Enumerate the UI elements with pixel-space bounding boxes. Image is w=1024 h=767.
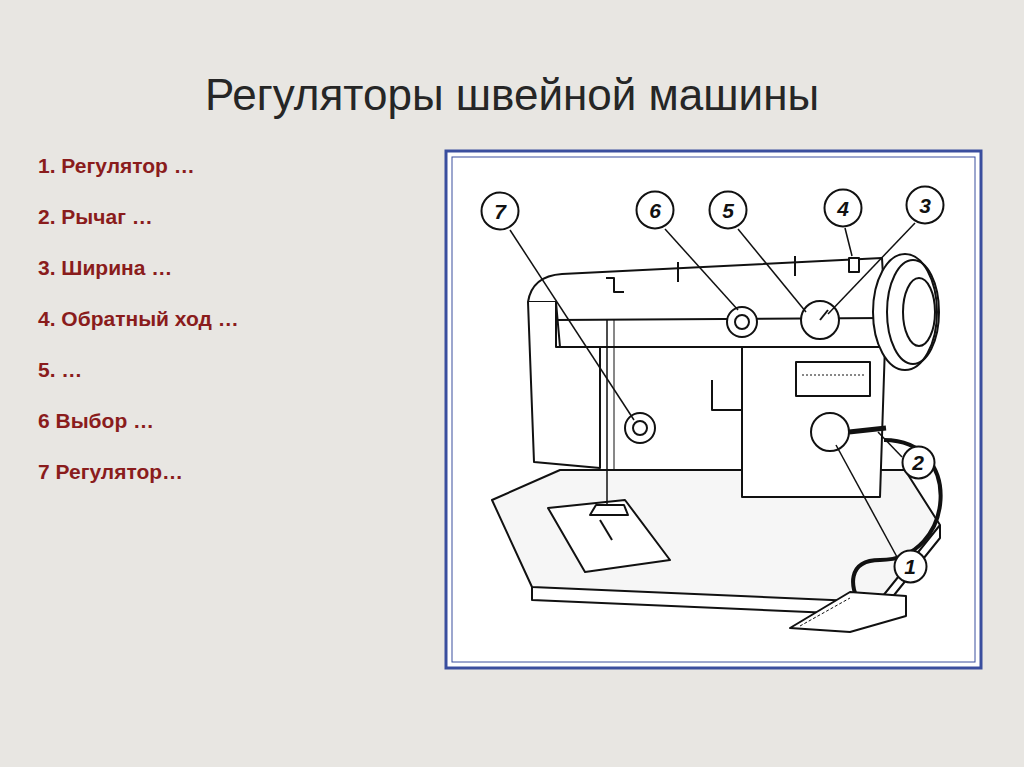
reverse-lever-2 bbox=[849, 428, 886, 432]
circle-shape bbox=[825, 190, 862, 227]
tension-knob bbox=[625, 413, 655, 443]
callout-number: 7 bbox=[494, 201, 506, 222]
callout-circle: 2 bbox=[901, 445, 936, 480]
circle-shape bbox=[907, 187, 944, 224]
list-item: 1. Регулятор … bbox=[38, 154, 195, 178]
leader-line bbox=[845, 228, 852, 256]
picture-frame-inner bbox=[452, 157, 975, 662]
needle-bar bbox=[606, 320, 608, 505]
list-item: 3. Ширина … bbox=[38, 256, 172, 280]
leader-line bbox=[510, 230, 634, 420]
presser-bar bbox=[614, 320, 615, 470]
presser-foot bbox=[590, 505, 628, 515]
power-cord bbox=[853, 440, 941, 600]
list-item: 2. Рычаг … bbox=[38, 205, 153, 229]
pedal-grip bbox=[800, 598, 850, 626]
spool-pin bbox=[677, 262, 679, 282]
stitch-length-knob bbox=[811, 413, 849, 451]
knob-center bbox=[633, 421, 647, 435]
circle-shape bbox=[710, 192, 747, 229]
callout-number: 5 bbox=[722, 200, 734, 221]
front-panel bbox=[796, 362, 870, 396]
callout-number: 1 bbox=[904, 556, 916, 577]
machine-head bbox=[528, 302, 600, 468]
slide-title: Регуляторы швейной машины bbox=[0, 70, 1024, 120]
stitch-selector-knob bbox=[727, 307, 757, 337]
callout-circle: 6 bbox=[635, 190, 675, 230]
knob-center bbox=[735, 315, 749, 329]
callout-circle: 5 bbox=[708, 190, 748, 230]
machine-drawing bbox=[492, 254, 941, 632]
leader-lines bbox=[510, 223, 915, 557]
circle-shape bbox=[902, 446, 934, 478]
callout-number: 3 bbox=[919, 195, 931, 216]
list-item: 6 Выбор … bbox=[38, 409, 154, 433]
width-dial bbox=[801, 301, 839, 339]
handwheel-hub bbox=[903, 278, 935, 346]
circle-shape bbox=[482, 193, 519, 230]
callout-circle: 7 bbox=[480, 191, 520, 231]
list-item: 5. … bbox=[38, 358, 82, 382]
reverse-lever bbox=[849, 258, 859, 272]
leader-line bbox=[828, 223, 915, 314]
leader-line bbox=[878, 432, 902, 457]
feed-slot bbox=[600, 520, 612, 540]
callout-number: 4 bbox=[837, 198, 849, 219]
throat-plate bbox=[548, 500, 670, 572]
callout-circle: 3 bbox=[905, 185, 945, 225]
circle-shape bbox=[637, 192, 674, 229]
leader-line bbox=[738, 229, 806, 312]
list-item: 4. Обратный ход … bbox=[38, 307, 239, 331]
circle-shape bbox=[894, 550, 926, 582]
foot-pedal bbox=[790, 592, 906, 632]
list-item: 7 Регулятор… bbox=[38, 460, 183, 484]
panel-scale bbox=[802, 375, 864, 376]
handwheel-rim bbox=[887, 260, 939, 364]
handwheel bbox=[873, 254, 937, 370]
picture-frame bbox=[446, 151, 981, 668]
leader-line bbox=[665, 229, 738, 310]
callout-circle: 1 bbox=[893, 549, 928, 584]
dial-pointer bbox=[820, 310, 828, 320]
machine-column bbox=[742, 345, 885, 497]
callout-number: 6 bbox=[649, 200, 661, 221]
spool-pin bbox=[794, 256, 796, 276]
arm-detail bbox=[712, 380, 742, 410]
thread-guide bbox=[606, 278, 624, 292]
callout-circle: 4 bbox=[823, 188, 863, 228]
upper-arm bbox=[528, 258, 887, 347]
leader-line bbox=[836, 445, 897, 557]
callout-number: 2 bbox=[912, 452, 924, 473]
